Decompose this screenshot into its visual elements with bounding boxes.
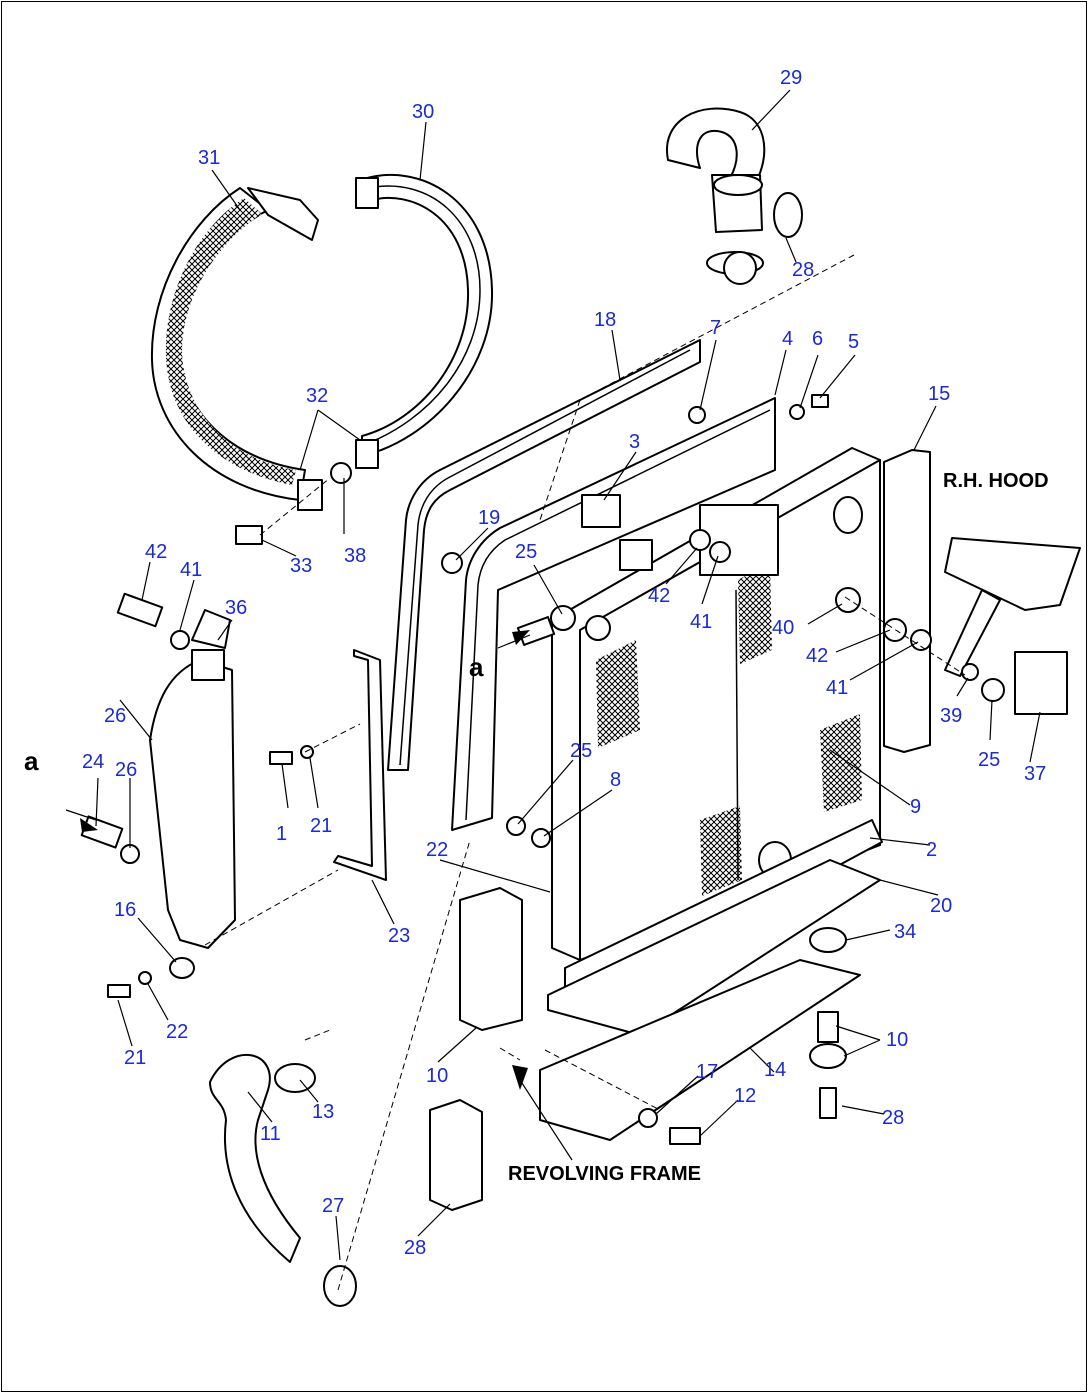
callout-29: 29 bbox=[780, 67, 802, 89]
callout-7: 7 bbox=[710, 317, 721, 339]
callout-22: 22 bbox=[426, 839, 448, 861]
hose-29 bbox=[665, 107, 803, 275]
callout-31: 31 bbox=[198, 147, 220, 169]
callout-4: 4 bbox=[782, 328, 793, 350]
callout-25: 25 bbox=[515, 541, 537, 563]
callout-3: 3 bbox=[629, 431, 640, 453]
stay-20 bbox=[333, 649, 387, 881]
hose-27 bbox=[209, 1053, 301, 1263]
rh-hood-bracket bbox=[944, 537, 1081, 677]
callout-41: 41 bbox=[826, 677, 848, 699]
callout-6: 6 bbox=[812, 328, 823, 350]
fan-guard-31 bbox=[150, 187, 323, 511]
callout-25: 25 bbox=[978, 749, 1000, 771]
fasteners bbox=[107, 251, 1005, 1145]
radiator-1 bbox=[551, 447, 881, 961]
callout-10: 10 bbox=[426, 1065, 448, 1087]
callout-26: 26 bbox=[104, 705, 126, 727]
callout-28: 28 bbox=[882, 1107, 904, 1129]
callout-26: 26 bbox=[115, 759, 137, 781]
callout-2: 2 bbox=[926, 839, 937, 861]
callout-41: 41 bbox=[690, 611, 712, 633]
callout-19: 19 bbox=[478, 507, 500, 529]
clamp-28-left-upper bbox=[274, 1063, 316, 1093]
callout-27: 27 bbox=[322, 1195, 344, 1217]
callout-9: 9 bbox=[910, 796, 921, 818]
revolving-frame-label: REVOLVING FRAME bbox=[508, 1163, 701, 1185]
callout-28: 28 bbox=[792, 259, 814, 281]
callout-42: 42 bbox=[648, 585, 670, 607]
callout-13: 13 bbox=[312, 1101, 334, 1123]
callout-33: 33 bbox=[290, 555, 312, 577]
block-36 bbox=[1014, 651, 1068, 715]
callout-40: 40 bbox=[772, 617, 794, 639]
callout-18: 18 bbox=[594, 309, 616, 331]
callout-24: 24 bbox=[82, 751, 104, 773]
callout-30: 30 bbox=[412, 101, 434, 123]
callout-20: 20 bbox=[930, 895, 952, 917]
callout-28: 28 bbox=[404, 1237, 426, 1259]
hose-26-left bbox=[80, 815, 124, 849]
callout-34: 34 bbox=[894, 921, 916, 943]
callout-12: 12 bbox=[734, 1085, 756, 1107]
callout-36: 36 bbox=[225, 597, 247, 619]
callout-17: 17 bbox=[696, 1061, 718, 1083]
rh-hood-label: R.H. HOOD bbox=[943, 470, 1049, 492]
arrowheads bbox=[80, 630, 530, 1090]
view-a-label-right: a bbox=[469, 652, 484, 682]
callout-16: 16 bbox=[114, 899, 136, 921]
block-35 bbox=[429, 1099, 483, 1211]
callout-leaders bbox=[65, 89, 1041, 1261]
cover-30 bbox=[355, 174, 494, 469]
hose-39 bbox=[116, 592, 164, 628]
callout-38: 38 bbox=[344, 545, 366, 567]
callout-41: 41 bbox=[180, 559, 202, 581]
callout-25: 25 bbox=[570, 740, 592, 762]
callout-42: 42 bbox=[806, 645, 828, 667]
callout-21: 21 bbox=[124, 1047, 146, 1069]
seal-17 bbox=[459, 887, 523, 1031]
reserve-tank-24 bbox=[149, 649, 236, 949]
seal-15 bbox=[883, 449, 931, 753]
callout-37: 37 bbox=[1024, 763, 1046, 785]
clamp-28-left-lower bbox=[323, 1265, 357, 1307]
callout-5: 5 bbox=[848, 331, 859, 353]
callout-1: 1 bbox=[276, 823, 287, 845]
callout-21: 21 bbox=[310, 815, 332, 837]
callout-42: 42 bbox=[145, 541, 167, 563]
callout-32: 32 bbox=[306, 385, 328, 407]
callout-39: 39 bbox=[940, 705, 962, 727]
callout-8: 8 bbox=[610, 769, 621, 791]
view-a-label-left: a bbox=[24, 746, 39, 776]
base-plates bbox=[539, 819, 883, 1141]
frame-18 bbox=[387, 339, 701, 771]
callout-10: 10 bbox=[886, 1029, 908, 1051]
callout-23: 23 bbox=[388, 925, 410, 947]
callout-22: 22 bbox=[166, 1021, 188, 1043]
shroud-4 bbox=[451, 397, 776, 831]
cap-37 bbox=[191, 609, 231, 649]
callout-11: 11 bbox=[260, 1123, 281, 1145]
callout-35: 35 bbox=[0, 0, 22, 5]
callout-15: 15 bbox=[928, 383, 950, 405]
callout-14: 14 bbox=[764, 1059, 786, 1081]
alignment-lines bbox=[204, 254, 966, 1291]
